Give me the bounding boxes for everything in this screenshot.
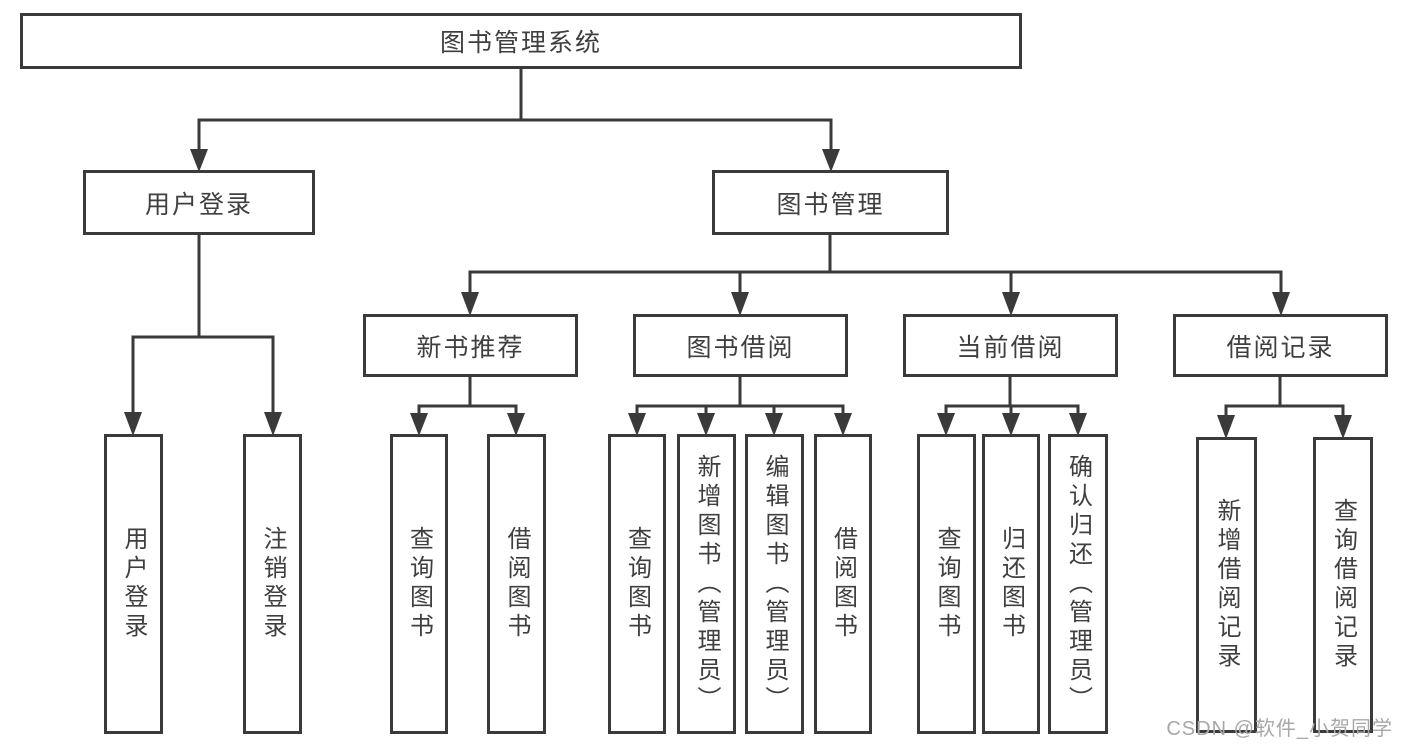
node-borrow-records: 借阅记录 bbox=[1173, 314, 1388, 377]
connector-book-borrow bbox=[628, 375, 852, 436]
leaf-user-login: 用户登录 bbox=[104, 434, 163, 734]
leaf-borrow-books: 借阅图书 bbox=[814, 434, 872, 734]
node-user-login: 用户登录 bbox=[83, 170, 315, 235]
leaf-add-books-admin: 新增图书（管理员） bbox=[677, 434, 736, 734]
connector-new-book-recommend bbox=[410, 375, 525, 436]
leaf-logout: 注销登录 bbox=[243, 434, 302, 734]
connector-user-login bbox=[124, 233, 282, 436]
leaf-query-books-recommend: 查询图书 bbox=[390, 434, 448, 734]
leaf-confirm-return-admin: 确认归还（管理员） bbox=[1048, 434, 1108, 734]
node-current-borrow: 当前借阅 bbox=[903, 314, 1118, 377]
node-new-book-recommend: 新书推荐 bbox=[363, 314, 578, 377]
leaf-borrow-books-recommend: 借阅图书 bbox=[487, 434, 546, 734]
leaf-query-books-current: 查询图书 bbox=[917, 434, 976, 734]
connector-book-management bbox=[461, 233, 1290, 316]
leaf-add-borrow-record: 新增借阅记录 bbox=[1196, 437, 1257, 733]
connector-current-borrow bbox=[937, 375, 1087, 436]
leaf-query-borrow-record: 查询借阅记录 bbox=[1313, 437, 1373, 733]
node-book-borrow: 图书借阅 bbox=[633, 314, 848, 377]
node-book-management: 图书管理 bbox=[712, 170, 949, 235]
connector-root bbox=[190, 67, 840, 172]
csdn-watermark: CSDN @软件_小贺同学 bbox=[1166, 718, 1393, 740]
connector-borrow-records bbox=[1217, 375, 1352, 439]
leaf-edit-books-admin: 编辑图书（管理员） bbox=[745, 434, 804, 734]
node-root-library-system: 图书管理系统 bbox=[20, 13, 1022, 69]
leaf-query-books-borrow: 查询图书 bbox=[608, 434, 666, 734]
leaf-return-books: 归还图书 bbox=[982, 434, 1040, 734]
